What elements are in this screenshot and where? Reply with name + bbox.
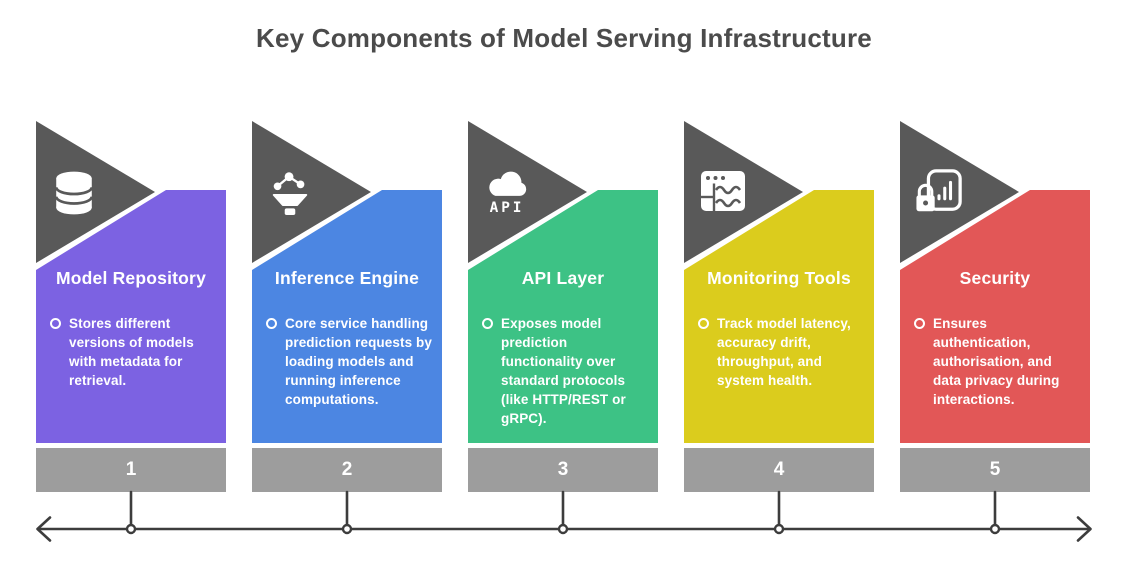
step-number-badge: 2 [252, 448, 442, 492]
network-funnel-icon [267, 167, 315, 219]
card-security: Security Ensures authentication, authori… [900, 121, 1090, 493]
card-inference-engine: Inference Engine Core service handling p… [252, 121, 442, 493]
step-number-badge: 1 [36, 448, 226, 492]
card-title: Monitoring Tools [707, 268, 851, 288]
timeline-node-ring [341, 523, 353, 535]
api-cloud-icon: API [483, 167, 531, 219]
bullet-icon [914, 318, 925, 329]
bullet-icon [50, 318, 61, 329]
page-title: Key Components of Model Serving Infrastr… [256, 23, 872, 53]
card-model-repository: Model Repository Stores different versio… [36, 121, 226, 493]
step-number-badge: 3 [468, 448, 658, 492]
card-api-layer: API API Layer Exposes model prediction f… [468, 121, 658, 493]
timeline-node-ring [989, 523, 1001, 535]
card-monitoring-tools: Monitoring Tools Track model latency, ac… [684, 121, 874, 493]
step-number-badge: 4 [684, 448, 874, 492]
timeline-axis [36, 490, 1092, 542]
card-description: Stores different versions of models with… [50, 314, 218, 390]
bullet-icon [266, 318, 277, 329]
monitor-window-icon [699, 167, 747, 219]
cards-row: Model Repository Stores different versio… [36, 121, 1090, 493]
arrow-left-icon [36, 516, 52, 542]
api-icon-label: API [490, 200, 525, 216]
lock-document-icon [915, 167, 963, 219]
card-title: Inference Engine [274, 268, 420, 288]
timeline-node-ring [557, 523, 569, 535]
step-number-badge: 5 [900, 448, 1090, 492]
timeline-node-ring [125, 523, 137, 535]
card-description: Ensures authentication, authorisation, a… [914, 314, 1082, 409]
database-icon [51, 167, 99, 219]
card-description: Track model latency, accuracy drift, thr… [698, 314, 866, 390]
bullet-icon [482, 318, 493, 329]
card-title: Model Repository [55, 268, 207, 288]
arrow-right-icon [1076, 516, 1092, 542]
card-title: API Layer [521, 268, 605, 288]
timeline-node-ring [773, 523, 785, 535]
bullet-icon [698, 318, 709, 329]
card-description: Core service handling prediction request… [266, 314, 434, 409]
card-description: Exposes model prediction functionality o… [482, 314, 650, 428]
card-title: Security [959, 268, 1031, 288]
